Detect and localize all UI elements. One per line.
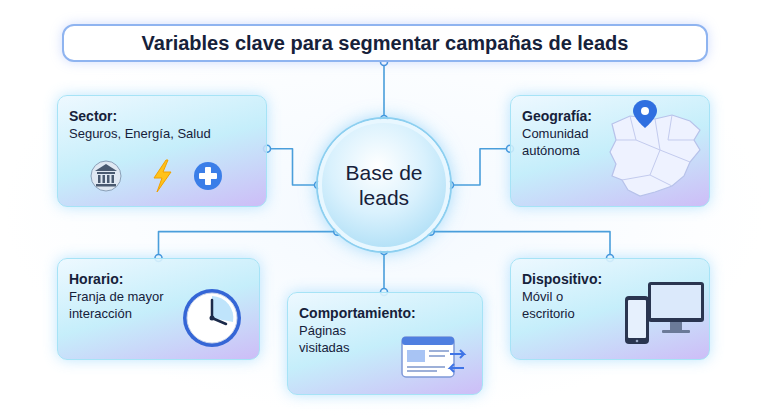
variable-box: Horario: Franja de mayor interacción (57, 258, 260, 360)
variable-box: Comportamiento: Páginas visitadas (287, 292, 483, 395)
spain-map (610, 100, 700, 196)
title-box: Variables clave para segmentar campañas … (62, 24, 708, 62)
connector-line (381, 59, 388, 123)
connector-line (264, 145, 322, 188)
box-heading: Horario: (69, 271, 123, 287)
box-heading: Dispositivo: (522, 271, 602, 287)
box-heading: Sector: (69, 108, 117, 124)
box-heading: Comportamiento: (299, 305, 416, 321)
connector-path (159, 232, 338, 258)
browser-icon (402, 337, 464, 377)
variable-box: Dispositivo: Móvil o escritorio (510, 258, 710, 360)
connector-path (450, 149, 510, 185)
center-circle: Base de leads (318, 119, 450, 251)
health-icon (194, 162, 222, 190)
variable-box: Geografía: Comunidad autónoma (510, 95, 710, 207)
connector-line (155, 228, 341, 261)
connector-line (447, 145, 514, 188)
connector-path (383, 251, 385, 292)
node-label: Base de leads (336, 160, 432, 210)
box-body: Seguros, Energía, Salud (69, 126, 259, 143)
box-body: Franja de mayor interacción (69, 289, 187, 323)
variable-box: Sector: Seguros, Energía, Salud (57, 95, 267, 207)
clock-icon (183, 289, 241, 347)
connector-path (383, 62, 385, 119)
box-heading: Geografía: (522, 108, 592, 124)
box-body: Móvil o escritorio (522, 289, 610, 323)
connector-path (431, 232, 610, 258)
node-label: Variables clave para segmentar campañas … (142, 32, 629, 55)
box-body: Comunidad autónoma (522, 126, 604, 160)
devices-icon (625, 282, 704, 344)
connector-line (381, 248, 388, 296)
bank-icon (91, 161, 121, 191)
connector-line (427, 228, 613, 261)
lightning-icon (154, 160, 171, 192)
connector-path (267, 149, 318, 185)
box-body: Páginas visitadas (299, 323, 381, 357)
